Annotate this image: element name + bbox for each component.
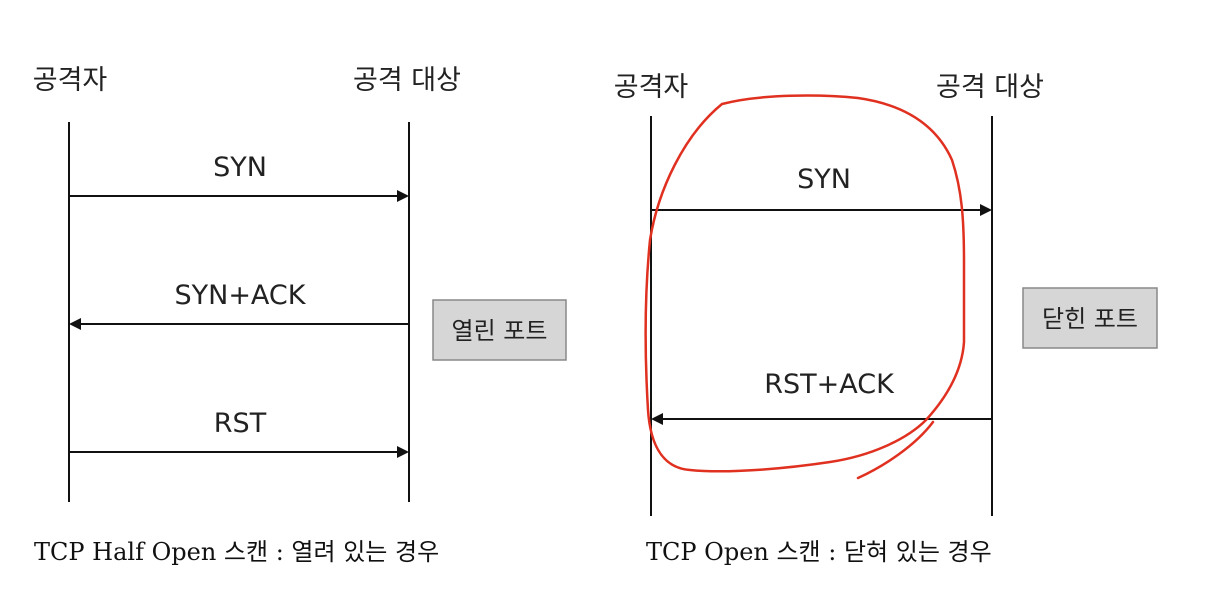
port-state-label: 닫힌 포트 [1042,305,1138,333]
port-state-label: 열린 포트 [452,317,548,345]
diagram-caption: TCP Open 스캔 : 닫혀 있는 경우 [646,538,992,566]
message-label-syn: SYN [797,164,851,195]
port-state-box: 열린 포트 [432,299,567,361]
message-label-synack: SYN+ACK [174,280,306,311]
attacker-label: 공격자 [33,65,108,96]
port-state-box-bg [432,299,567,361]
target-label: 공격 대상 [353,65,461,96]
port-state-box-bg [1022,287,1158,349]
left-diagram: 공격자 공격 대상 SYN SYN+ACK RST 열린 포트 TCP Half… [33,65,567,566]
red-annotation-circle [644,94,966,473]
message-label-rst: RST [214,408,267,439]
red-annotation-tail [856,420,935,480]
target-label: 공격 대상 [936,72,1044,103]
message-label-rstack: RST+ACK [764,369,895,400]
right-diagram: 공격자 공격 대상 SYN RST+ACK 닫힌 포트 TCP Open 스캔 … [614,72,1158,566]
message-label-syn: SYN [213,152,267,183]
diagram-caption: TCP Half Open 스캔 : 열려 있는 경우 [34,538,439,566]
port-state-box: 닫힌 포트 [1022,287,1158,349]
attacker-label: 공격자 [614,72,689,103]
